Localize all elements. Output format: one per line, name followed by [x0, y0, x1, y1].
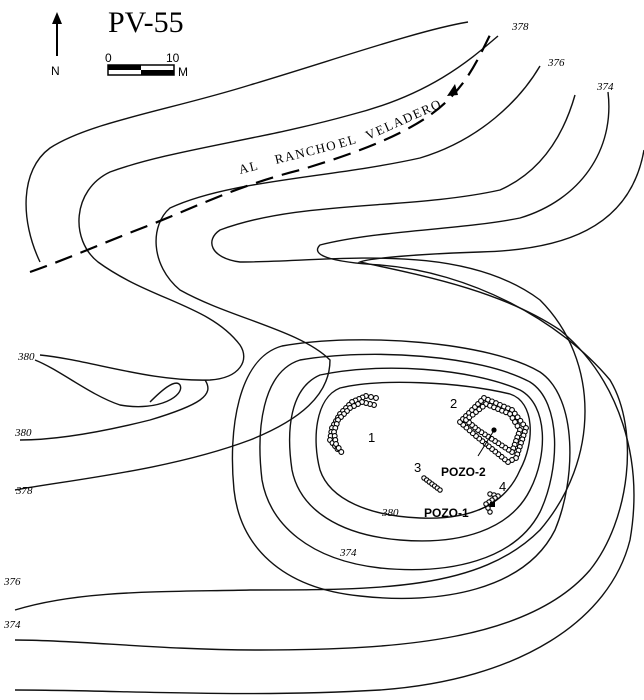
stone: [509, 415, 516, 421]
contour-label: 376: [547, 57, 565, 69]
north-label: N: [51, 64, 60, 78]
road-label: AL RANCHO EL VELADERO: [237, 96, 444, 177]
contour-line: [14, 149, 644, 695]
scale-unit: M: [178, 65, 188, 79]
road-arrow-icon: [447, 84, 458, 96]
map-title: PV-55: [108, 6, 184, 39]
contour-label: 380: [14, 427, 32, 439]
contour-line: [14, 94, 586, 611]
scale-bar: [107, 64, 175, 76]
stone: [437, 487, 443, 493]
contour-label: 374: [596, 81, 614, 93]
road-label-word: EL: [336, 131, 358, 151]
stone: [478, 398, 484, 404]
feature-label: 2: [450, 396, 457, 411]
contour-line: [259, 353, 556, 571]
contour-line: [14, 91, 629, 651]
scale-start: 0: [105, 51, 112, 65]
stone: [368, 394, 374, 400]
stone: [487, 509, 493, 515]
contour-label: 380: [17, 351, 35, 363]
pozo-label: POZO-1: [424, 506, 469, 520]
feature-label: 4: [499, 479, 506, 494]
stone: [512, 419, 518, 425]
stone: [507, 411, 513, 417]
contour-label: 378: [511, 21, 529, 33]
contour-labels: 378 376 374 380 380 378 376 374 380 374: [3, 21, 614, 631]
pozo-1-marker: [490, 502, 495, 507]
contour-line: [231, 339, 571, 600]
pozo-1-leader: [478, 504, 491, 511]
pozo-2-leader: [477, 431, 494, 457]
scale-end: 10: [166, 51, 180, 65]
contour-label: 378: [15, 485, 33, 497]
contour-label: 374: [339, 547, 357, 559]
feature-1-stones: [327, 393, 379, 455]
stone: [479, 403, 486, 410]
stone: [335, 445, 342, 451]
stone: [333, 441, 339, 447]
road-label-word: VELADERO: [363, 96, 444, 143]
contour-line: [39, 35, 499, 381]
feature-label: 3: [414, 460, 421, 475]
stone: [514, 423, 521, 429]
road-path: [29, 34, 491, 274]
stone: [373, 395, 379, 401]
contour-lines: [14, 21, 644, 695]
pozo-label: POZO-2: [441, 465, 486, 479]
contour-line: [19, 379, 209, 441]
road-label-word: AL: [237, 157, 260, 176]
stone: [338, 449, 345, 455]
feature-2-stones: [457, 395, 529, 465]
feature-4-stones: [483, 491, 501, 515]
contour-label: 376: [3, 576, 21, 588]
feature-3-stones: [421, 475, 443, 493]
contour-line: [25, 21, 469, 263]
road-label-word: RANCHO: [273, 137, 339, 167]
pozo-2-marker: [491, 427, 497, 433]
contour-label: 380: [381, 507, 399, 519]
contour-line: [34, 359, 182, 408]
feature-label: 1: [368, 430, 375, 445]
north-arrow-icon: [52, 12, 62, 56]
contour-label: 374: [3, 619, 21, 631]
contour-line: [288, 367, 544, 542]
